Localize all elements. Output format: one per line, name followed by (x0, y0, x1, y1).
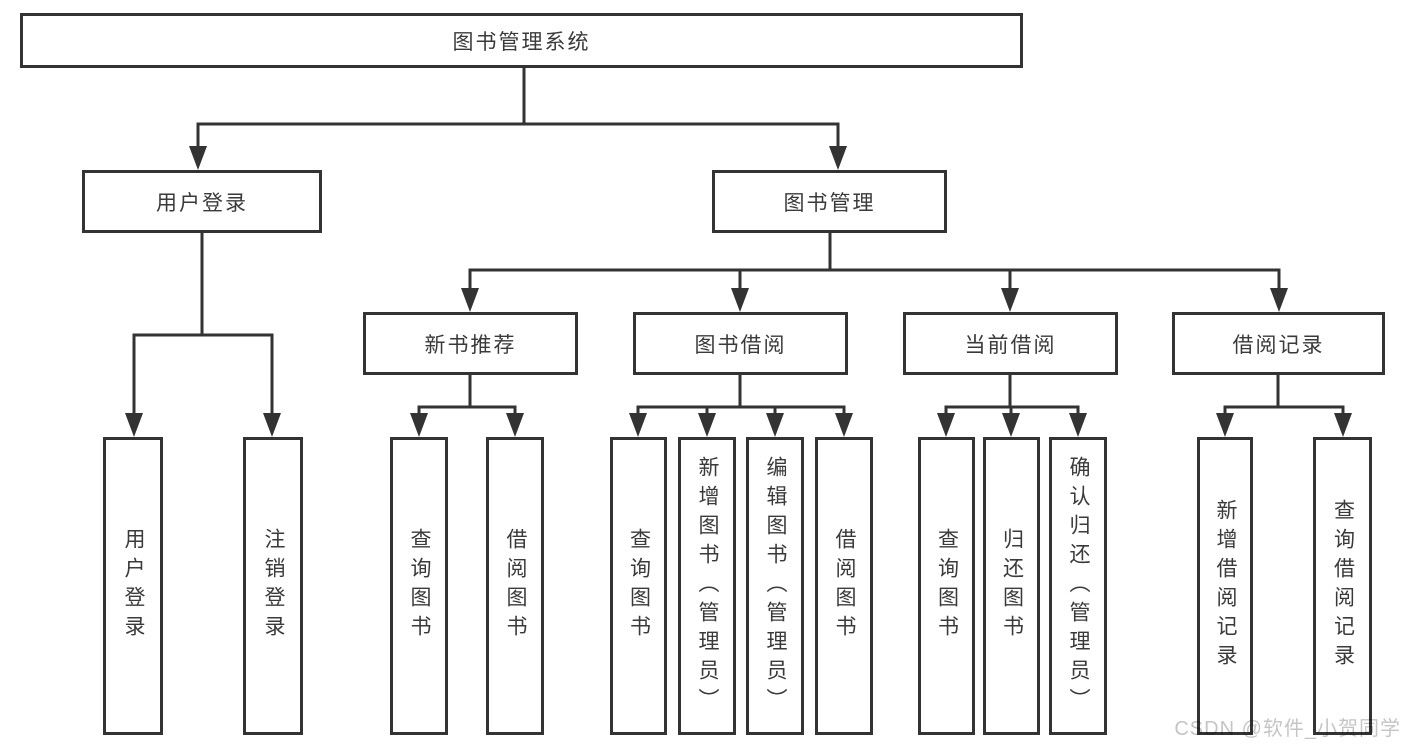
leaf-borrowing-add-books-admin-label: 新增图书（管理员） (696, 455, 720, 717)
leaf-logout: 注销登录 (243, 437, 303, 735)
leaf-recommend-query-books-label: 查询图书 (408, 528, 432, 644)
leaf-borrowing-edit-books-admin: 编辑图书（管理员） (746, 437, 804, 735)
leaf-records-add-record-label: 新增借阅记录 (1214, 499, 1238, 673)
leaf-borrowing-add-books-admin: 新增图书（管理员） (678, 437, 736, 735)
leaf-records-query-record-label: 查询借阅记录 (1331, 499, 1355, 673)
leaf-current-confirm-return-admin-label: 确认归还（管理员） (1067, 455, 1091, 717)
node-borrowing-records: 借阅记录 (1172, 312, 1385, 375)
node-new-book-recommend: 新书推荐 (363, 312, 578, 375)
node-new-book-recommend-label: 新书推荐 (424, 333, 517, 357)
node-book-management-label: 图书管理 (783, 191, 876, 215)
node-user-login: 用户登录 (82, 170, 322, 233)
leaf-recommend-query-books: 查询图书 (390, 437, 448, 735)
leaf-current-return-books: 归还图书 (983, 437, 1040, 735)
csdn-watermark: CSDN @软件_小贺同学 (1174, 718, 1401, 740)
node-book-borrowing-label: 图书借阅 (694, 333, 787, 357)
leaf-records-add-record: 新增借阅记录 (1197, 437, 1253, 735)
leaf-current-query-books-label: 查询图书 (935, 528, 959, 644)
leaf-current-return-books-label: 归还图书 (1000, 528, 1024, 644)
node-root: 图书管理系统 (20, 13, 1023, 68)
leaf-logout-label: 注销登录 (262, 528, 286, 644)
node-current-borrowing-label: 当前借阅 (964, 333, 1057, 357)
node-root-label: 图书管理系统 (452, 30, 591, 54)
leaf-current-query-books: 查询图书 (918, 437, 975, 735)
leaf-borrowing-query-books-label: 查询图书 (627, 528, 651, 644)
node-borrowing-records-label: 借阅记录 (1232, 333, 1325, 357)
leaf-user-login: 用户登录 (103, 437, 163, 735)
leaf-borrowing-borrow-books-label: 借阅图书 (833, 528, 857, 644)
leaf-recommend-borrow-books-label: 借阅图书 (504, 528, 528, 644)
node-current-borrowing: 当前借阅 (903, 312, 1118, 375)
node-book-management: 图书管理 (712, 170, 947, 233)
leaf-user-login-label: 用户登录 (122, 528, 146, 644)
leaf-records-query-record: 查询借阅记录 (1313, 437, 1372, 735)
leaf-current-confirm-return-admin: 确认归还（管理员） (1049, 437, 1107, 735)
leaf-borrowing-borrow-books: 借阅图书 (815, 437, 873, 735)
node-book-borrowing: 图书借阅 (633, 312, 848, 375)
leaf-recommend-borrow-books: 借阅图书 (486, 437, 544, 735)
node-user-login-label: 用户登录 (156, 191, 248, 215)
leaf-borrowing-query-books: 查询图书 (610, 437, 667, 735)
leaf-borrowing-edit-books-admin-label: 编辑图书（管理员） (764, 455, 788, 717)
